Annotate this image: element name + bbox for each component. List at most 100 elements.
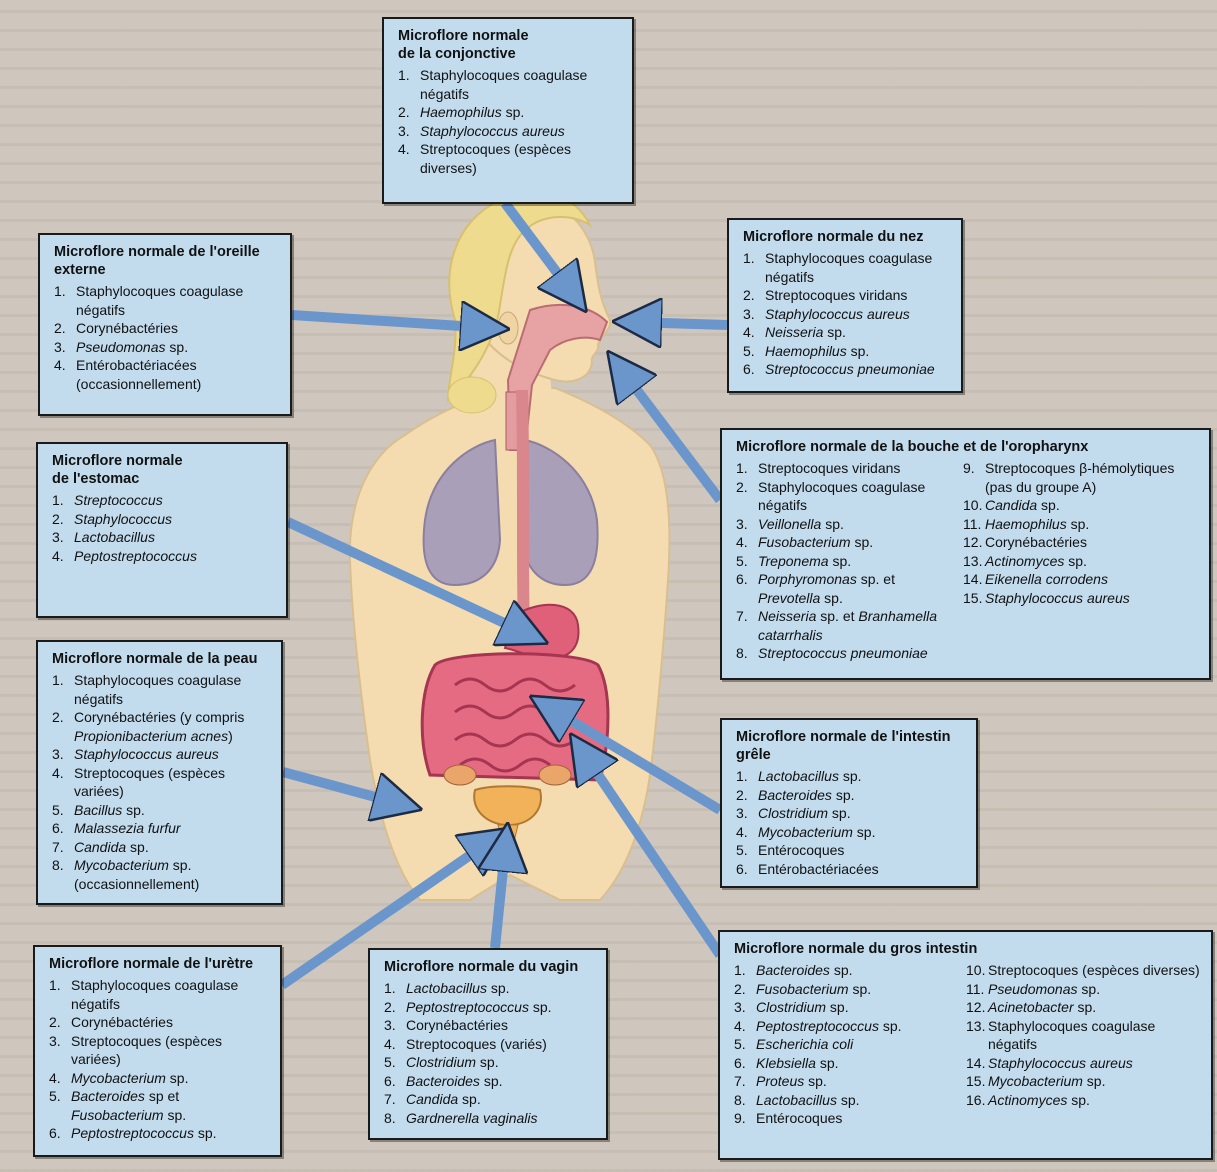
organism-item: 14.Eikenella corrodens — [963, 570, 1199, 589]
organism-item: 5.Bacillus sp. — [52, 801, 271, 820]
organism-name: Corynébactéries — [406, 1016, 596, 1035]
organism-item: 5.Bacteroides sp et Fusobacterium sp. — [49, 1087, 270, 1124]
organism-item: 15.Staphylococcus aureus — [963, 589, 1199, 608]
organism-name: Fusobacterium sp. — [756, 980, 954, 999]
item-number: 5. — [743, 342, 761, 361]
item-number: 5. — [736, 552, 754, 571]
box-uretre: Microflore normale de l'urètre 1.Staphyl… — [33, 945, 282, 1157]
organism-name: Fusobacterium sp. — [758, 533, 951, 552]
organism-name: Acinetobacter sp. — [988, 998, 1201, 1017]
organism-item: 8.Gardnerella vaginalis — [384, 1109, 596, 1128]
organism-item: 1.Lactobacillus sp. — [736, 767, 966, 786]
item-number: 6. — [52, 819, 70, 838]
item-number: 6. — [736, 860, 754, 879]
organism-name: Bacillus sp. — [74, 801, 271, 820]
box-bouche-oropharynx: Microflore normale de la bouche et de l'… — [720, 428, 1211, 680]
box-title: Microflore normale de l'estomac — [52, 452, 276, 488]
box-peau: Microflore normale de la peau 1.Staphylo… — [36, 640, 283, 905]
organism-list-col2: 9.Streptocoques β-hémolytiques (pas du g… — [963, 459, 1199, 663]
item-number: 4. — [52, 764, 70, 783]
item-number: 1. — [398, 66, 416, 85]
box-estomac: Microflore normale de l'estomac 1.Strept… — [36, 442, 288, 618]
organism-name: Entérocoques — [758, 841, 966, 860]
organism-name: Peptostreptococcus — [74, 547, 276, 566]
organism-item: 13.Staphylocoques coagulase négatifs — [966, 1017, 1201, 1054]
organism-item: 3.Veillonella sp. — [736, 515, 951, 534]
organism-name: Proteus sp. — [756, 1072, 954, 1091]
item-number: 7. — [52, 838, 70, 857]
organism-item: 1.Staphylocoques coagulase négatifs — [49, 976, 270, 1013]
item-number: 2. — [743, 286, 761, 305]
organism-item: 7.Neisseria sp. et Branhamella catarrhal… — [736, 607, 951, 644]
item-number: 2. — [736, 786, 754, 805]
organism-name: Streptocoques (espèces diverses) — [420, 140, 622, 177]
organism-name: Neisseria sp. — [765, 323, 951, 342]
item-number: 15. — [966, 1072, 984, 1091]
organism-name: Clostridium sp. — [758, 804, 966, 823]
box-gros-intestin: Microflore normale du gros intestin 1.Ba… — [718, 930, 1213, 1160]
box-vagin: Microflore normale du vagin 1.Lactobacil… — [368, 948, 608, 1140]
organism-item: 7.Proteus sp. — [734, 1072, 954, 1091]
item-number: 6. — [743, 360, 761, 379]
organism-name: Escherichia coli — [756, 1035, 954, 1054]
organism-name: Staphylocoques coagulase négatifs — [765, 249, 951, 286]
item-number: 1. — [734, 961, 752, 980]
organism-name: Peptostreptococcus sp. — [756, 1017, 954, 1036]
item-number: 2. — [49, 1013, 67, 1032]
item-number: 1. — [384, 979, 402, 998]
organism-name: Eikenella corrodens — [985, 570, 1199, 589]
organism-name: Staphylocoques coagulase négatifs — [420, 66, 622, 103]
organism-item: 3.Staphylococcus aureus — [52, 745, 271, 764]
organism-item: 12.Acinetobacter sp. — [966, 998, 1201, 1017]
organism-name: Neisseria sp. et Branhamella catarrhalis — [758, 607, 951, 644]
organism-name: Streptocoques (espèces variées) — [71, 1032, 270, 1069]
box-title: Microflore normale du nez — [743, 228, 951, 246]
box-title: Microflore normale de la peau — [52, 650, 271, 668]
box-title: Microflore normale de la conjonctive — [398, 27, 622, 63]
organism-name: Haemophilus sp. — [420, 103, 622, 122]
item-number: 1. — [52, 491, 70, 510]
organism-item: 6.Entérobactériacées — [736, 860, 966, 879]
organism-list: 1.Staphylocoques coagulase négatifs2.Cor… — [52, 671, 271, 893]
organism-name: Corynébactéries — [76, 319, 280, 338]
organism-item: 5.Entérocoques — [736, 841, 966, 860]
organism-item: 2.Peptostreptococcus sp. — [384, 998, 596, 1017]
organism-name: Bacteroides sp et Fusobacterium sp. — [71, 1087, 270, 1124]
item-number: 7. — [736, 607, 754, 626]
organism-name: Entérobactériacées (occasionnellement) — [76, 356, 280, 393]
organism-item: 8.Streptococcus pneumoniae — [736, 644, 951, 663]
organism-name: Entérocoques — [756, 1109, 954, 1128]
item-number: 4. — [736, 533, 754, 552]
organism-item: 2.Corynébactéries — [54, 319, 280, 338]
box-title: Microflore normale du gros intestin — [734, 940, 1201, 958]
organism-item: 5.Treponema sp. — [736, 552, 951, 571]
organism-name: Candida sp. — [985, 496, 1199, 515]
item-number: 6. — [384, 1072, 402, 1091]
item-number: 7. — [734, 1072, 752, 1091]
item-number: 12. — [966, 998, 984, 1017]
organism-item: 6.Klebsiella sp. — [734, 1054, 954, 1073]
organism-item: 6.Streptococcus pneumoniae — [743, 360, 951, 379]
item-number: 3. — [384, 1016, 402, 1035]
organism-item: 1.Streptocoques viridans — [736, 459, 951, 478]
organism-name: Treponema sp. — [758, 552, 951, 571]
item-number: 2. — [54, 319, 72, 338]
organism-item: 1.Bacteroides sp. — [734, 961, 954, 980]
box-nez: Microflore normale du nez 1.Staphylocoqu… — [727, 218, 963, 393]
item-number: 6. — [49, 1124, 67, 1143]
box-intestin-grele: Microflore normale de l'intestin grêle 1… — [720, 718, 978, 888]
organism-item: 2.Corynébactéries — [49, 1013, 270, 1032]
organism-item: 4.Mycobacterium sp. — [49, 1069, 270, 1088]
organism-list-col2: 10.Streptocoques (espèces diverses)11.Ps… — [966, 961, 1201, 1128]
item-number: 1. — [736, 459, 754, 478]
organism-name: Staphylocoques coagulase négatifs — [758, 478, 951, 515]
organism-item: 16.Actinomyces sp. — [966, 1091, 1201, 1110]
intestines — [422, 654, 608, 780]
item-number: 4. — [49, 1069, 67, 1088]
organism-item: 4.Mycobacterium sp. — [736, 823, 966, 842]
item-number: 1. — [54, 282, 72, 301]
organism-item: 2.Staphylococcus — [52, 510, 276, 529]
organism-item: 2.Staphylocoques coagulase négatifs — [736, 478, 951, 515]
